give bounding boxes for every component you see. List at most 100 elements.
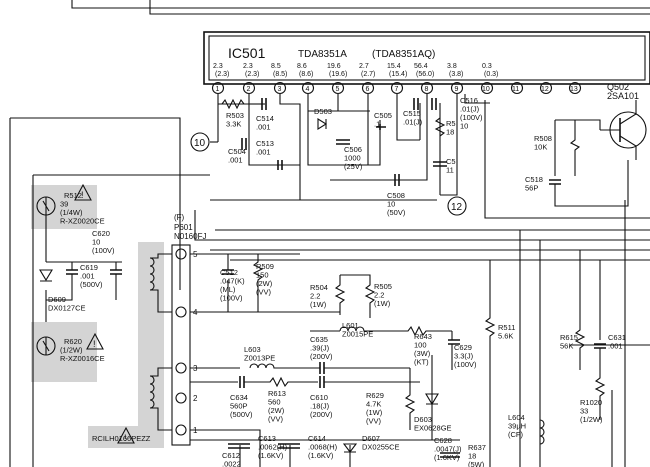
ic-pin-voltage: 8.5 (271, 63, 281, 70)
c512-label: C512.047(K)(ML)(100V) (220, 268, 245, 303)
c505-capacitor (376, 124, 386, 130)
ic-pin-label: 3 (278, 86, 282, 93)
ic-pin-voltage: 2.3 (213, 63, 223, 70)
ic-alt-part: (TDA8351AQ) (372, 49, 435, 60)
p601-ref: P601 (174, 223, 193, 232)
ic-pin-3 (273, 81, 287, 95)
ic-pin-voltage-alt: (8.5) (273, 71, 287, 78)
c516-label: C516.01(J)(100V)10 (460, 96, 483, 131)
c515-capacitor (413, 98, 419, 110)
ic-pin-label: 1 (216, 86, 220, 93)
q502-transistor (600, 100, 647, 160)
c516-capacitor (431, 98, 437, 110)
ic-pin-voltage-alt: (0.3) (484, 71, 498, 78)
ic-pin-5 (331, 81, 345, 95)
ic-pin-voltage-alt: (56.0) (416, 71, 434, 78)
c515-label: C515.01(J) (403, 109, 423, 127)
ic-pin-label: 7 (395, 86, 399, 93)
ic-pin-voltage-alt: (15.4) (389, 71, 407, 78)
left-power-section (39, 215, 122, 322)
c518-capacitor (549, 179, 561, 185)
ic-pin-label: 8 (425, 86, 429, 93)
ic-pin-2 (242, 81, 256, 95)
ic-pin-label: 11 (512, 86, 519, 93)
c514-capacitor (261, 98, 267, 110)
d503-label: D503 (314, 107, 332, 116)
ic-pin-6 (361, 81, 375, 95)
svg-text:!: ! (93, 339, 96, 349)
c513-capacitor (277, 160, 283, 170)
d503-diode (317, 118, 328, 130)
r620-label: R620(1/2W)R-XZ0016CE (60, 337, 105, 363)
rcil-label: RCILH0166PEZZ (92, 434, 151, 443)
r503-resistor (221, 98, 245, 110)
node-12: 12 (447, 196, 467, 216)
c518-wire (554, 119, 575, 176)
r5-resistor (434, 117, 446, 137)
svg-text:10: 10 (194, 138, 206, 149)
c514-label: C514.001 (256, 114, 274, 132)
ic-pin-voltage: 56.4 (414, 63, 428, 70)
c631-label: C631.001 (608, 333, 626, 351)
q502-collector-wire (554, 160, 629, 207)
p601-part: N0160FJ (174, 232, 206, 241)
p601-pin-1 (175, 424, 187, 436)
ic-pin-label: 5 (336, 86, 340, 93)
ic-pin-label: 4 (306, 86, 310, 93)
c614-label: C614.0068(H)(1.6KV) (308, 434, 338, 460)
node-10: 10 (190, 132, 210, 152)
ic-pin-voltages: 2.3(2.3)2.3(2.3)8.5(8.5)8.6(8.6)19.6(19.… (213, 63, 498, 78)
p601-pin-2 (175, 392, 187, 404)
r508-resistor (569, 120, 581, 176)
c506-capacitor (336, 139, 350, 145)
c5-capacitor (433, 161, 447, 167)
c508-capacitor (394, 174, 400, 186)
c504-capacitor (241, 138, 247, 150)
warning-triangle-icon: ! (74, 183, 92, 201)
ic-pin-voltage: 0.3 (482, 63, 492, 70)
top-wires (9, 0, 650, 467)
svg-text:!: ! (124, 433, 127, 443)
ic-pin-10 (480, 81, 494, 95)
deflection-coil-lower (149, 367, 172, 431)
p601-pin-3 (175, 362, 187, 374)
c635-label: C635.39(J)(200V) (310, 335, 333, 361)
ic501-body (203, 31, 650, 85)
ic-pin-1 (211, 81, 225, 95)
ic-pin-voltage-alt: (2.3) (215, 71, 229, 78)
c505-label: C505.1 (374, 111, 392, 129)
deflection-coil-upper (149, 253, 172, 313)
p601-flag: (F) (174, 213, 185, 222)
q502-ref: Q502 (607, 82, 629, 92)
p601-pin-4 (175, 306, 187, 318)
ic-pin-11 (510, 81, 524, 95)
r620-fuse-symbol (36, 336, 56, 356)
c619-label: C619.001(500V) (80, 263, 103, 289)
ic-pin-voltage-alt: (2.7) (361, 71, 375, 78)
ic-pin-voltage: 15.4 (387, 63, 401, 70)
